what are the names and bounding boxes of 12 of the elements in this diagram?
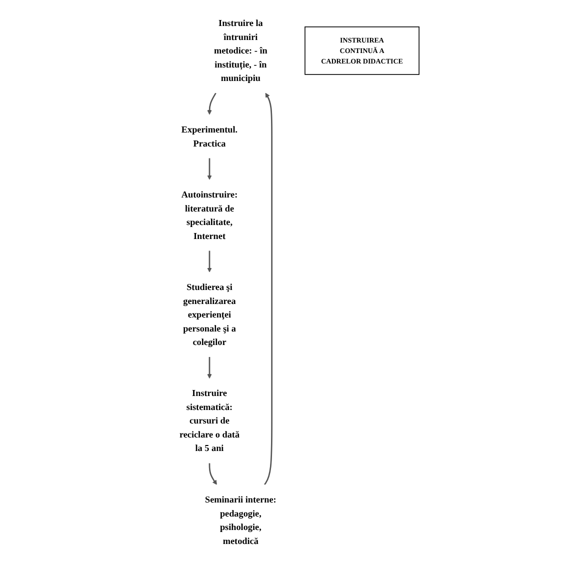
- node-text: Studierea şi generalizarea experienţei personale şi a colegilor: [183, 282, 236, 347]
- arrow: [207, 92, 217, 115]
- arrow: [207, 158, 212, 180]
- node-text: Instruire la întruniri metodice: - în instituție, - în municipiu: [214, 18, 268, 84]
- arrow: [207, 356, 212, 379]
- arrow: [264, 92, 273, 486]
- node-text: Experimentul. Practica: [182, 124, 238, 148]
- arrow: [209, 463, 218, 485]
- node-text: Seminarii interne: pedagogie, psihologie, metodică: [205, 494, 277, 546]
- node-text: Instruire sistematică: cursuri de reciclare o dată la 5 ani: [180, 388, 240, 454]
- arrow: [207, 250, 212, 272]
- node-text: Autoinstruire: literatură de specialitate, Internet: [182, 189, 238, 241]
